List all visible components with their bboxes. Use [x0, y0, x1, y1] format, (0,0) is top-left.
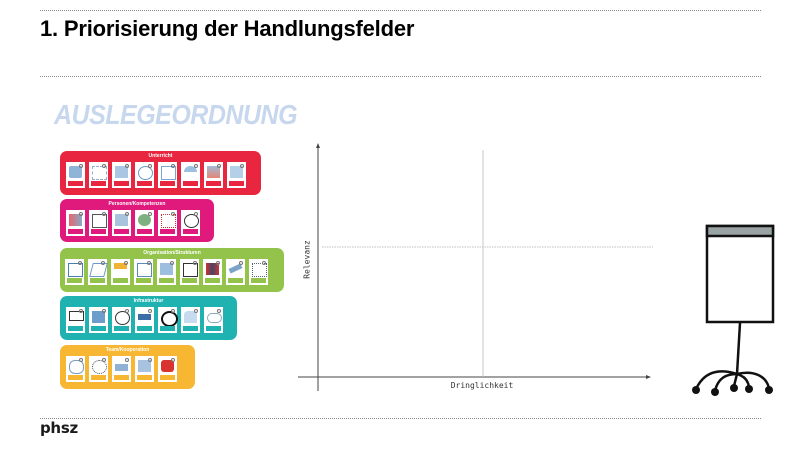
group-personen-kompetenzen: Personen/Kompetenzen	[60, 199, 214, 242]
theater-icon	[206, 263, 219, 275]
card[interactable]	[66, 307, 85, 333]
lock-icon	[184, 311, 197, 323]
card[interactable]	[158, 210, 177, 236]
network-icon	[161, 214, 176, 228]
flipchart-icon	[692, 224, 775, 396]
card[interactable]	[112, 162, 131, 188]
hand-icon	[115, 214, 128, 226]
card[interactable]	[135, 162, 154, 188]
toolbox-icon	[69, 214, 82, 226]
card[interactable]	[112, 356, 131, 382]
card[interactable]	[180, 259, 199, 285]
head-icon	[138, 214, 151, 226]
card[interactable]	[66, 356, 85, 382]
matrix-axes	[298, 143, 653, 391]
card[interactable]	[181, 307, 200, 333]
superhero-icon	[161, 360, 174, 372]
numbers-icon	[207, 166, 220, 178]
card[interactable]	[111, 259, 130, 285]
card[interactable]	[226, 259, 245, 285]
x-axis-label: Dringlichkeit	[450, 381, 514, 390]
mindmap-icon	[252, 263, 267, 277]
easel-icon	[92, 214, 107, 228]
card[interactable]	[135, 210, 154, 236]
pencil-icon	[89, 263, 108, 277]
card[interactable]	[158, 356, 177, 382]
puzzle-icon	[69, 166, 82, 178]
card[interactable]	[66, 162, 85, 188]
group-icon	[92, 360, 107, 374]
group-label: Team/Kooperation	[105, 347, 150, 353]
rocket-icon	[138, 314, 151, 320]
footer-divider	[40, 418, 761, 419]
card[interactable]	[158, 307, 178, 333]
group-label: Personen/Kompetenzen	[108, 201, 166, 207]
group-label: Unterricht	[148, 153, 173, 159]
card[interactable]	[157, 259, 176, 285]
hearts-icon	[161, 166, 176, 180]
card[interactable]	[249, 259, 268, 285]
card[interactable]	[89, 162, 108, 188]
house-icon	[138, 360, 151, 372]
magnifier-icon	[184, 214, 199, 228]
card[interactable]	[181, 162, 200, 188]
card[interactable]	[135, 356, 154, 382]
speech-icon	[92, 166, 107, 180]
card[interactable]	[204, 307, 223, 333]
title-divider	[40, 76, 761, 77]
megaphone-icon	[160, 263, 173, 275]
card[interactable]	[89, 210, 108, 236]
sign-icon	[114, 263, 127, 269]
card[interactable]	[88, 259, 108, 285]
footer-logo: phsz	[40, 419, 78, 437]
priority-matrix-chart: Dringlichkeit Relevanz	[296, 143, 656, 393]
books-icon	[92, 311, 105, 323]
group-label: Organisation/Strukturen	[143, 250, 201, 256]
flipchart-illustration	[688, 222, 784, 398]
card[interactable]	[134, 259, 153, 285]
card[interactable]	[181, 210, 200, 236]
card[interactable]	[112, 210, 131, 236]
meeting-icon	[183, 263, 198, 277]
computer-icon	[68, 263, 83, 277]
card[interactable]	[204, 162, 223, 188]
laptop-icon	[69, 311, 84, 321]
group-infrastruktur: Infrastruktur	[60, 296, 237, 340]
headset-icon	[115, 311, 130, 325]
card[interactable]	[158, 162, 177, 188]
slide-title: 1. Priorisierung der Handlungsfelder	[40, 16, 415, 41]
group-label: Infrastruktur	[133, 298, 164, 304]
card[interactable]	[89, 356, 108, 382]
card[interactable]	[135, 307, 154, 333]
card[interactable]	[65, 259, 84, 285]
group-organisation-strukturen: Organisation/Strukturen	[60, 248, 284, 292]
person-icon	[138, 166, 153, 180]
group-unterricht: Unterricht	[60, 151, 261, 195]
box-icon	[115, 166, 128, 178]
card[interactable]	[66, 210, 85, 236]
chat-icon	[69, 360, 84, 374]
y-axis-label: Relevanz	[302, 240, 312, 279]
coffee-icon	[115, 364, 128, 371]
group-team-kooperation: Team/Kooperation	[60, 345, 195, 389]
copyright-icon	[161, 311, 178, 327]
card[interactable]	[227, 162, 246, 188]
top-divider	[40, 10, 761, 11]
figure-icon	[230, 166, 243, 178]
card[interactable]	[89, 307, 108, 333]
card[interactable]	[203, 259, 222, 285]
card[interactable]	[112, 307, 131, 333]
umbrella-icon	[184, 166, 197, 172]
section-heading: AUSLEGEORDNUNG	[54, 100, 298, 131]
cloud-icon	[207, 313, 222, 323]
building-icon	[137, 263, 152, 277]
